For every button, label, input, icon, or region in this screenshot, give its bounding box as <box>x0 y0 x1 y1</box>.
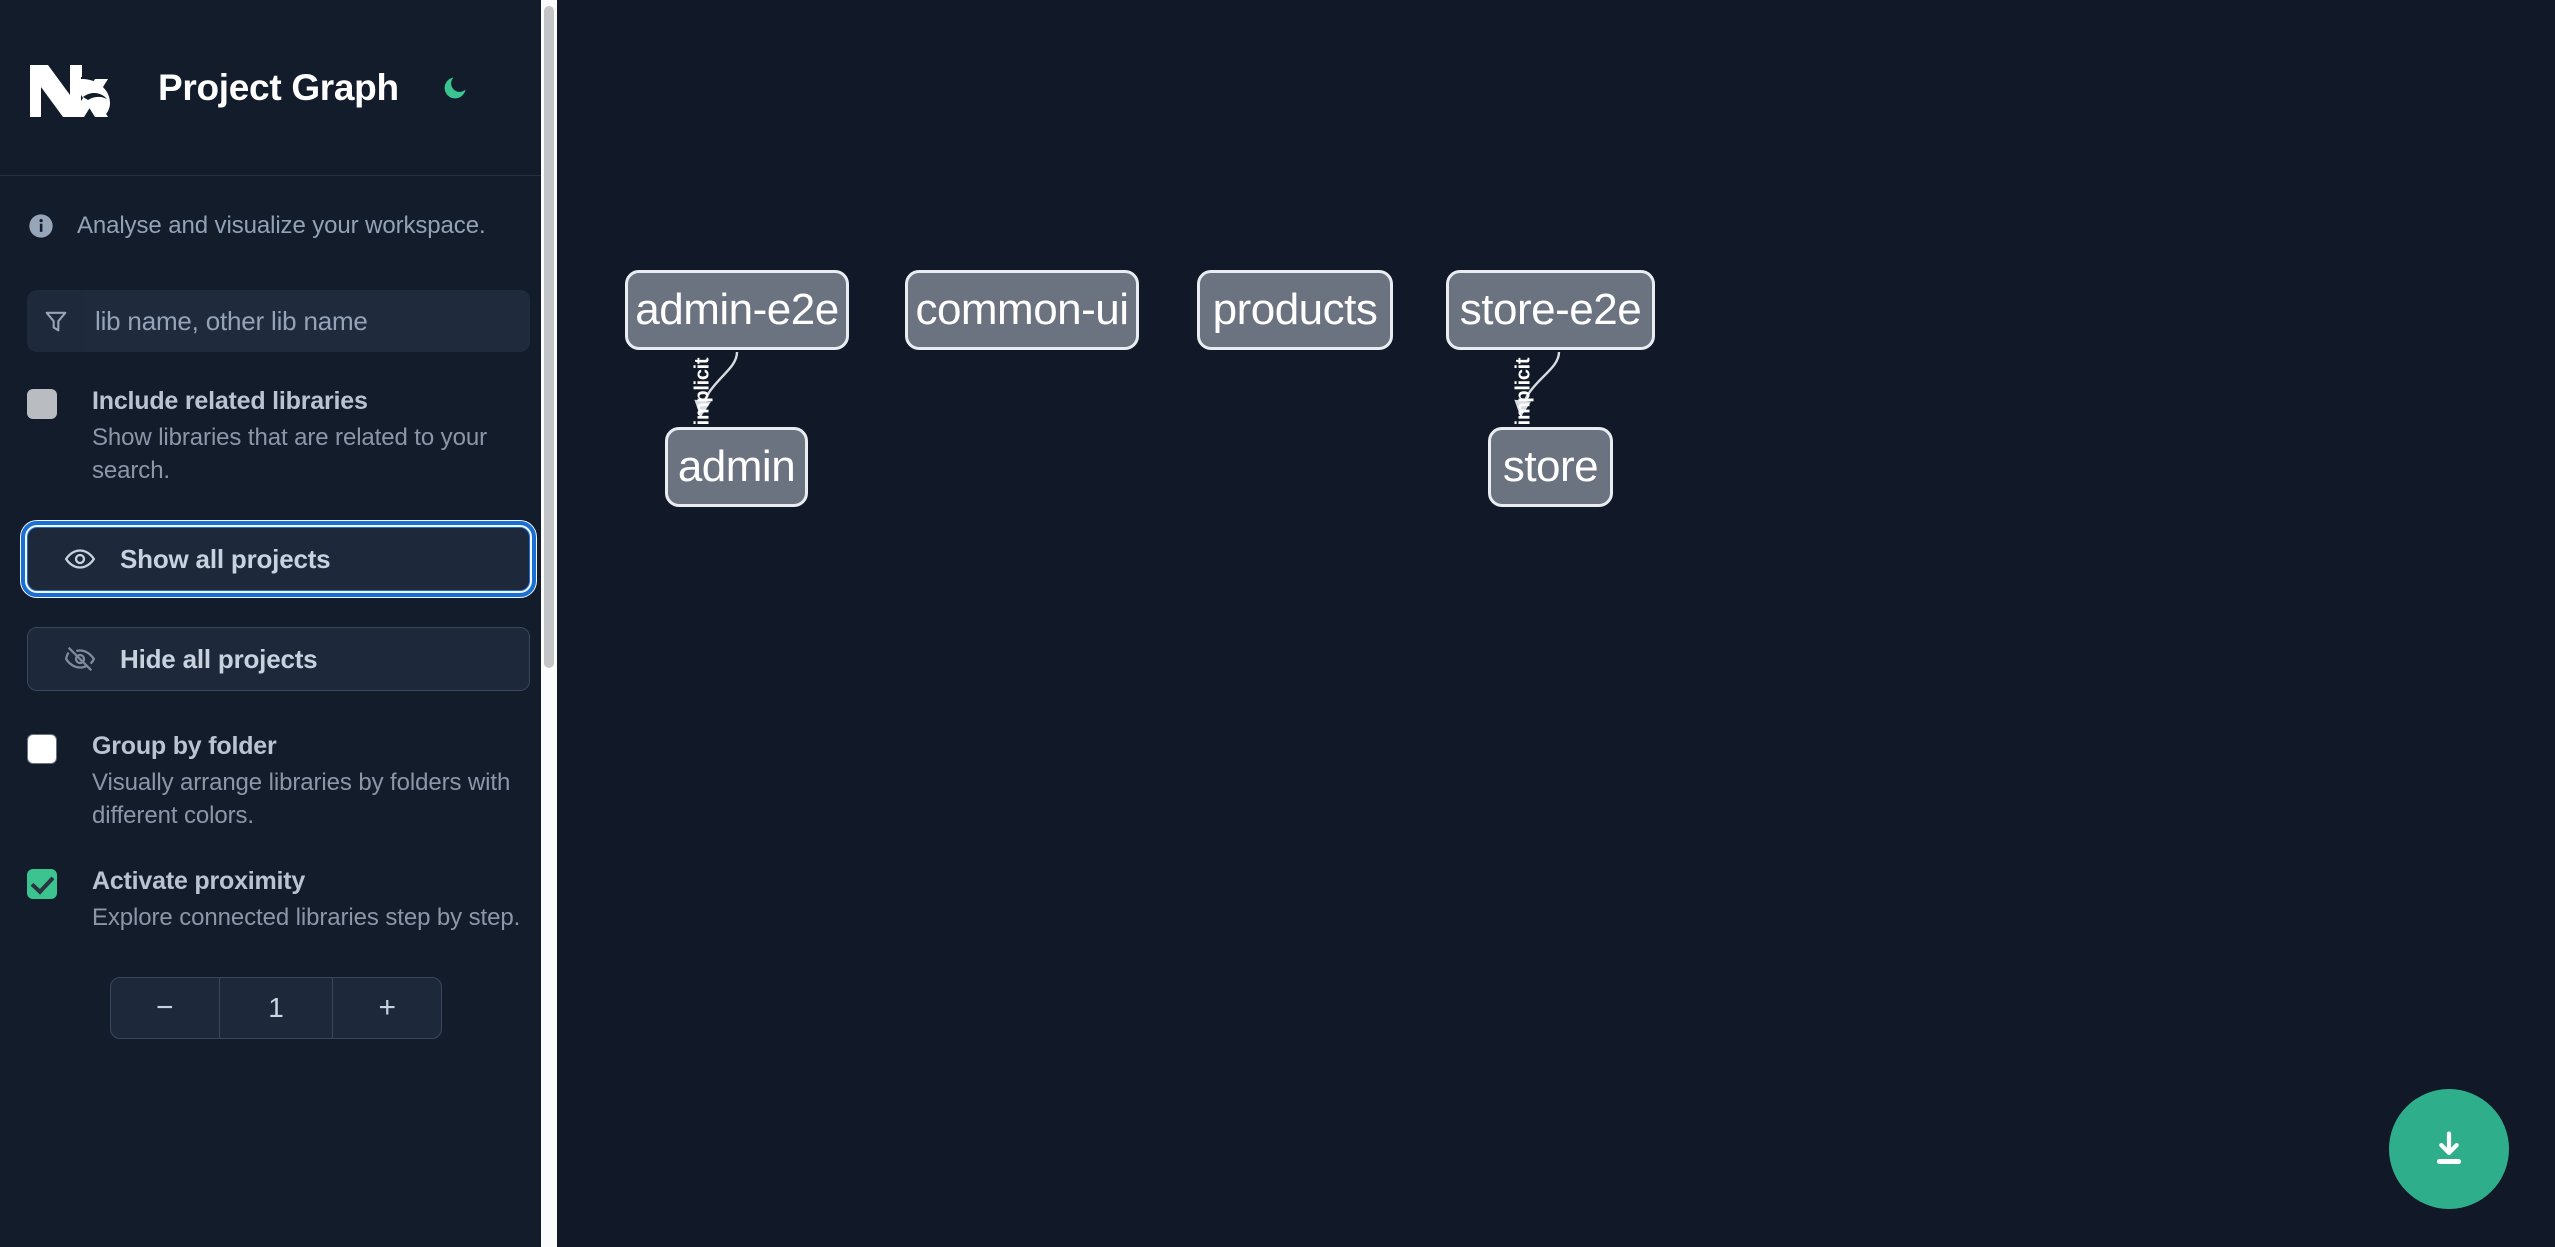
edge-label-implicit: implicit <box>1512 357 1535 426</box>
workspace-info-text: Analyse and visualize your workspace. <box>77 212 486 239</box>
page-title: Project Graph <box>158 66 399 108</box>
show-all-projects-label: Show all projects <box>120 543 331 574</box>
graph-node-common-ui[interactable]: common-ui <box>905 270 1139 350</box>
graph-node-store-e2e[interactable]: store-e2e <box>1446 270 1655 350</box>
download-icon <box>2426 1126 2472 1172</box>
graph-canvas[interactable]: admin-e2e common-ui products store-e2e a… <box>557 0 2555 1247</box>
proximity-increment-button[interactable]: + <box>378 990 396 1024</box>
checkbox-icon[interactable] <box>27 869 57 900</box>
option-description: Visually arrange libraries by folders wi… <box>92 769 511 829</box>
sidebar: Project Graph Analyse and visualize your… <box>0 0 557 1247</box>
sidebar-scrollbar-thumb[interactable] <box>544 6 554 668</box>
checkbox-icon[interactable] <box>27 734 57 765</box>
graph-node-admin[interactable]: admin <box>665 427 808 507</box>
download-graph-button[interactable] <box>2389 1089 2509 1209</box>
edge-label-implicit: implicit <box>691 357 714 426</box>
option-title: Include related libraries <box>92 387 368 415</box>
hide-all-projects-label: Hide all projects <box>120 643 318 674</box>
activate-proximity-checkbox[interactable] <box>27 866 73 935</box>
graph-edges-layer <box>694 351 1561 418</box>
info-icon <box>27 212 55 240</box>
option-include-related-libraries[interactable]: Include related libraries Show libraries… <box>27 386 530 487</box>
option-activate-proximity[interactable]: Activate proximity Explore connected lib… <box>27 866 530 935</box>
option-title: Group by folder <box>92 732 277 761</box>
option-description: Explore connected libraries step by step… <box>92 904 521 932</box>
funnel-icon <box>27 290 85 352</box>
eye-off-icon <box>64 642 98 676</box>
show-all-projects-button[interactable]: Show all projects <box>21 521 536 598</box>
eye-icon <box>64 542 98 576</box>
graph-node-store[interactable]: store <box>1488 427 1613 507</box>
moon-icon[interactable] <box>435 68 475 108</box>
include-related-libraries-checkbox[interactable] <box>27 386 73 487</box>
group-by-folder-checkbox[interactable] <box>27 731 73 832</box>
filter-bar[interactable] <box>27 290 530 352</box>
visibility-buttons: Show all projects Hide all projects <box>21 521 536 692</box>
workspace-info: Analyse and visualize your workspace. <box>0 176 557 240</box>
option-title: Activate proximity <box>92 867 306 896</box>
hide-all-projects-button[interactable]: Hide all projects <box>27 627 530 692</box>
proximity-value: 1 <box>218 977 334 1038</box>
sidebar-header: Project Graph <box>0 0 557 176</box>
proximity-decrement-button[interactable]: − <box>156 990 174 1024</box>
sidebar-scrollbar[interactable] <box>541 0 557 1247</box>
graph-node-products[interactable]: products <box>1197 270 1393 350</box>
option-description: Show libraries that are related to your … <box>92 424 487 484</box>
search-input[interactable] <box>85 290 530 352</box>
checkbox-icon[interactable] <box>27 389 57 419</box>
graph-node-admin-e2e[interactable]: admin-e2e <box>625 270 849 350</box>
nx-logo <box>27 57 113 119</box>
option-group-by-folder[interactable]: Group by folder Visually arrange librari… <box>27 731 530 832</box>
proximity-stepper[interactable]: − 1 + <box>110 976 442 1039</box>
